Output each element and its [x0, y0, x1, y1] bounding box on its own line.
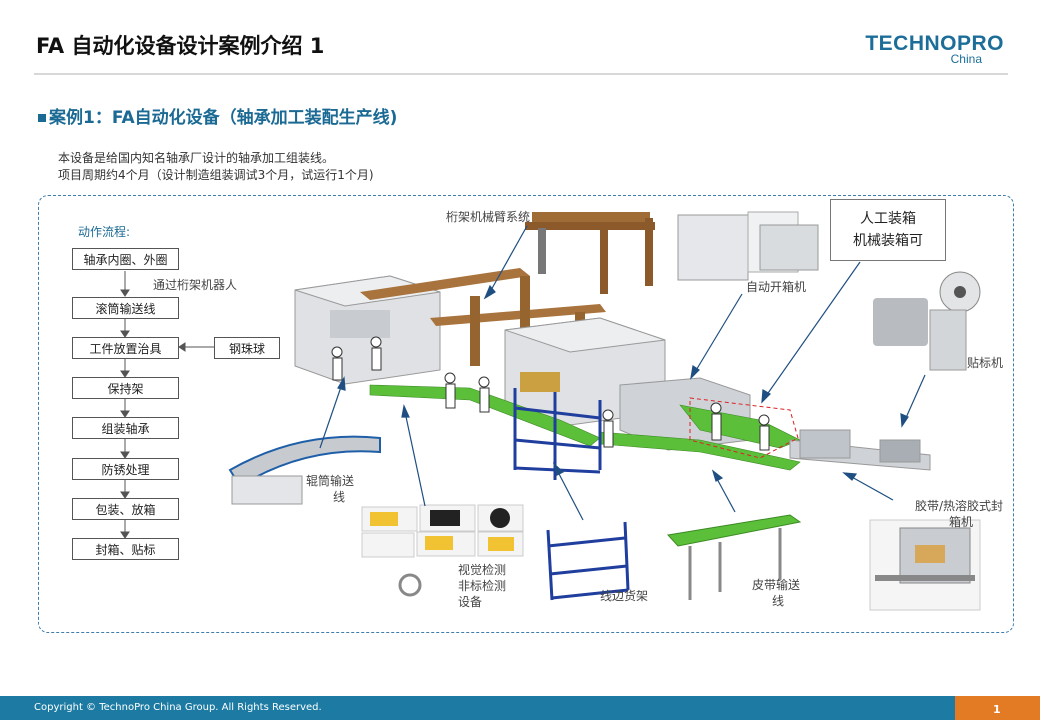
label-shelf: 线边货架: [600, 589, 649, 603]
case-sealer: [869, 519, 981, 611]
flow-step-3: 工件放置治具: [72, 337, 179, 359]
blue-shelf-lower: [546, 521, 630, 601]
page-number: 1: [993, 703, 1001, 716]
desc-line-1: 本设备是给国内知名轴承厂设计的轴承加工组装线。: [58, 151, 335, 165]
desc-line-2: 项目周期约4个月（设计制造组装调试3个月，试运行1个月): [58, 168, 374, 182]
callout-box: 人工装箱 机械装箱可: [830, 199, 946, 261]
footer-copyright: Copyright © TechnoPro China Group. All R…: [34, 702, 322, 713]
flow-step-7: 包装、放箱: [72, 498, 179, 520]
left-machine: [294, 275, 441, 385]
flow-side-input: 钢珠球: [214, 337, 280, 359]
flow-step-6: 防锈处理: [72, 458, 179, 480]
section-description: 本设备是给国内知名轴承厂设计的轴承加工组装线。 项目周期约4个月（设计制造组装调…: [58, 150, 374, 184]
callout-line1: 人工装箱: [860, 211, 916, 227]
page-title: FA 自动化设备设计案例介绍 1: [36, 34, 325, 58]
pointer-arrows: [319, 225, 926, 521]
logo-main-text: TECHNOPRO: [865, 32, 1004, 55]
vision-cameras: [361, 504, 524, 597]
label-vision: 视觉检测 非标检测 设备: [458, 562, 506, 610]
label-belt-line1: 皮带输送: [752, 578, 801, 592]
label-roller-line2: 线: [333, 490, 346, 504]
label-sealer-line2: 箱机: [949, 515, 974, 529]
footer-page-block: [955, 696, 1040, 720]
auto-box-machine: [677, 211, 819, 281]
label-vision-line1: 视觉检测: [458, 563, 507, 577]
flow-step-5: 组装轴承: [72, 417, 179, 439]
header-divider: [34, 73, 1008, 75]
label-vision-line3: 设备: [458, 595, 483, 609]
roller-conveyor: [228, 435, 381, 505]
label-roller-line1: 辊筒输送: [306, 474, 355, 488]
bullet-square-icon: [38, 114, 46, 122]
label-belt-line2: 线: [772, 594, 785, 608]
content-frame: [38, 195, 1014, 633]
blue-shelf-center: [513, 388, 602, 480]
label-labeler: 贴标机: [967, 356, 1004, 370]
section-title-text: 案例1：FA自动化设备（轴承加工装配生产线): [49, 108, 398, 128]
flow-arrows: [120, 271, 214, 539]
footer-bar: [0, 696, 955, 720]
callout-line2: 机械装箱可: [853, 233, 923, 249]
flow-step-4: 保持架: [72, 377, 179, 399]
labeler-machine: [873, 271, 981, 371]
flow-step-8: 封箱、贴标: [72, 538, 179, 560]
label-gantry: 桁架机械臂系统: [446, 210, 531, 224]
label-sealer-line1: 胶带/热溶胶式封: [915, 499, 1004, 513]
gantry-robot-top: [525, 212, 655, 294]
flow-step-2: 滚筒输送线: [72, 297, 179, 319]
flow-step-1: 轴承内圈、外圈: [72, 248, 179, 270]
section-title: 案例1：FA自动化设备（轴承加工装配生产线): [38, 103, 397, 128]
manual-packing-highlight: [689, 397, 799, 459]
label-roller-conveyor: 辊筒输送 线: [306, 473, 354, 505]
belt-conveyor: [667, 514, 802, 600]
right-line: [789, 429, 931, 471]
flow-title: 动作流程:: [78, 225, 131, 239]
label-vision-line2: 非标检测: [458, 579, 507, 593]
label-case-sealer: 胶带/热溶胶式封 箱机: [915, 498, 1003, 530]
company-logo: TECHNOPRO China: [854, 32, 1004, 66]
label-belt-conveyor: 皮带输送 线: [752, 577, 800, 609]
logo-sub-text: China: [950, 52, 982, 66]
flow-note-robot: 通过桁架机器人: [153, 278, 238, 292]
label-auto-box: 自动开箱机: [746, 280, 807, 294]
workers: [331, 336, 770, 451]
